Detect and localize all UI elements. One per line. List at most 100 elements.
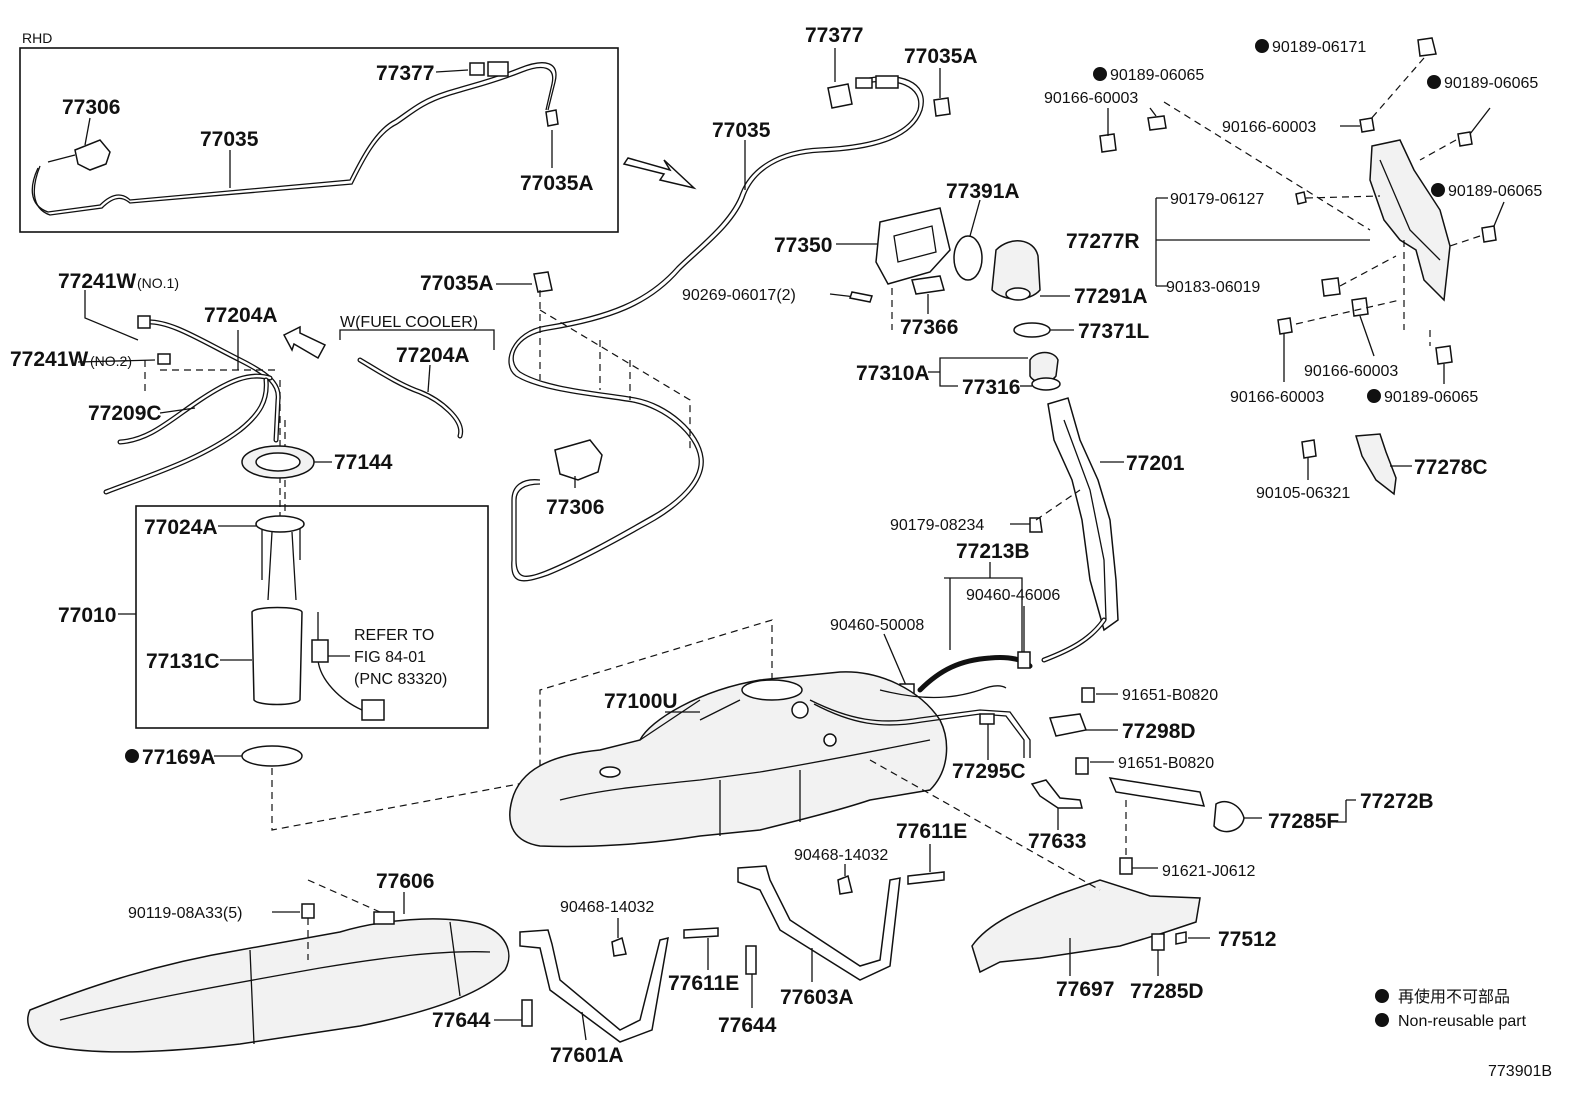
fuel-door-77350 <box>875 207 951 285</box>
pump-assembly-frame <box>135 505 489 729</box>
rhd-inset-title: RHD <box>22 30 52 46</box>
filler-pipe-77201 <box>1047 397 1119 632</box>
cable-77035-outer <box>508 80 920 577</box>
label-90166-60003-a: 90166-60003 <box>1044 90 1138 107</box>
clip-90179-06127 <box>1295 191 1307 205</box>
clip-90183-06019 <box>1321 277 1341 297</box>
leader <box>969 199 981 237</box>
bracket-77633 <box>1030 779 1083 809</box>
label-90189-06065-a: 90189-06065 <box>1110 67 1204 84</box>
bracket-77278C <box>1355 433 1397 496</box>
label-90468-right: 90468-14032 <box>794 847 888 864</box>
dashed-guide <box>1369 57 1425 121</box>
label-77644-left: 77644 <box>432 1009 491 1032</box>
clip-90189-06065-d <box>1435 345 1453 365</box>
strap-77601A <box>519 929 669 1043</box>
non-reusable-mark <box>1427 75 1441 89</box>
label-77024A: 77024A <box>144 516 218 539</box>
gasket-77371L <box>1013 322 1051 338</box>
clip-77285D <box>1151 933 1165 951</box>
connector-77377-b <box>855 77 873 89</box>
dashed-guide <box>271 619 773 831</box>
dashed-guide <box>869 759 1101 891</box>
cable-77035 <box>511 75 924 582</box>
pipe-77204A-inner <box>143 320 280 442</box>
rhd-inset-frame <box>19 47 619 233</box>
leader <box>84 117 91 146</box>
bolt-90166-60003-d <box>1277 317 1293 335</box>
sensor-77306 <box>554 439 603 481</box>
label-90468-left: 90468-14032 <box>560 899 654 916</box>
direction-arrow <box>622 157 697 190</box>
label-77144: 77144 <box>334 451 393 474</box>
fuel-door-detail <box>893 225 937 263</box>
label-77644-mid: 77644 <box>718 1014 777 1037</box>
dashed-guide <box>1305 195 1381 199</box>
clip-77241W-no1 <box>137 315 151 329</box>
fuel-lines-left <box>77 290 327 520</box>
bolt-91651-a <box>1081 687 1095 703</box>
label-90119: 90119-08A33(5) <box>128 905 242 922</box>
filler-pipe-bend-inner <box>1042 618 1106 662</box>
part-labels: 77377 77035A 77035 77035A 77306 77241W (… <box>10 24 1542 1067</box>
label-77601A: 77601A <box>550 1044 624 1067</box>
cover-tab <box>373 911 395 925</box>
pipe-77204A-cooler-inner <box>358 358 462 438</box>
protector-77697 <box>869 759 1210 976</box>
hose-77295C <box>979 713 995 725</box>
label-77277R: 77277R <box>1066 230 1140 253</box>
rhd-sensor-lead <box>47 154 76 163</box>
leader-77277R <box>1155 197 1370 287</box>
label-90189-06065-b: 90189-06065 <box>1444 75 1538 92</box>
tank-seam <box>559 739 931 801</box>
under-cover-77606 <box>27 879 510 1053</box>
clip-77512 <box>1175 931 1187 945</box>
label-77391A: 77391A <box>946 180 1020 203</box>
direction-arrow-cooler <box>282 325 327 360</box>
connector-77377 <box>827 83 853 109</box>
clip-77241W-no2 <box>157 353 171 365</box>
label-77306: 77306 <box>546 496 604 519</box>
bolt-77644-mid <box>745 945 757 975</box>
clip-90189-06065-b <box>1457 131 1473 147</box>
rhd-connector-77377-b <box>487 61 509 77</box>
dashed-guide <box>1163 101 1371 231</box>
label-77278C: 77278C <box>1414 456 1488 479</box>
leader-77310A <box>928 357 1028 387</box>
dashed-guide <box>539 290 691 450</box>
tank-drain <box>599 766 621 778</box>
bolt-91621 <box>1119 857 1133 875</box>
non-reusable-mark <box>1431 183 1445 197</box>
label-77209C: 77209C <box>88 402 162 425</box>
leader <box>1107 107 1157 136</box>
label-91651-b: 91651-B0820 <box>1118 755 1214 772</box>
label-77285F: 77285F <box>1268 810 1339 833</box>
part-label: 77035A <box>520 172 594 195</box>
bolt-90166-60003-b <box>1359 117 1375 133</box>
connector-77377-c <box>875 75 899 89</box>
filler-housing-77291A <box>991 240 1041 300</box>
tank-vent-line <box>809 699 1031 758</box>
leader-77272B <box>1244 799 1356 823</box>
bolt-90166-60003-a <box>1099 133 1117 153</box>
pipe-77204A-cooler <box>357 357 464 439</box>
label-no1: (NO.1) <box>137 275 179 291</box>
protector-body <box>971 879 1201 974</box>
dashed-guide <box>1449 235 1481 247</box>
label-77131C: 77131C <box>146 650 220 673</box>
label-90183-06019: 90183-06019 <box>1166 279 1260 296</box>
fuel-pump-assembly: REFER TO FIG 84-01 (PNC 83320) <box>118 445 773 831</box>
pump-plug <box>361 699 385 721</box>
dashed-guide <box>1339 255 1397 287</box>
label-77204A-left: 77204A <box>204 304 278 327</box>
tank-straps <box>494 844 945 1043</box>
label-77035A-mid: 77035A <box>420 272 494 295</box>
leader <box>1359 315 1375 357</box>
reference-line1: REFER TO <box>354 627 434 644</box>
bolt-77611E-left <box>683 927 719 939</box>
strap-77603A <box>737 865 901 981</box>
rhd-cable-outer <box>33 66 554 216</box>
label-77295C: 77295C <box>952 760 1026 783</box>
under-cover-body <box>27 918 510 1053</box>
tank-vent-line-c <box>879 685 1007 699</box>
